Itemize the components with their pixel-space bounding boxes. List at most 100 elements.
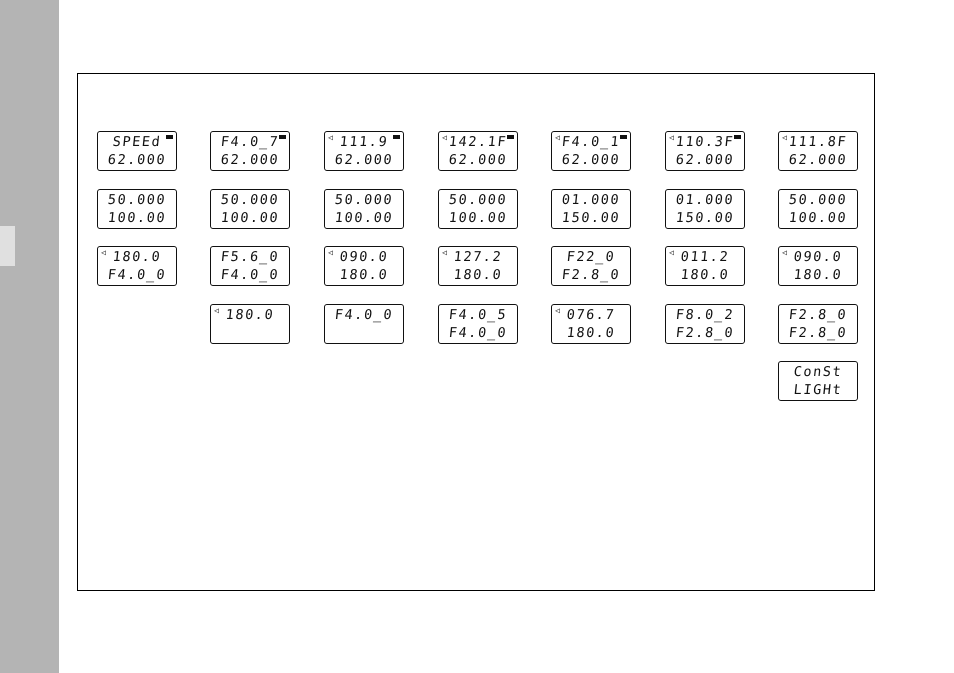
lcd-display: ◁F4.0_1 62.000 [551,131,631,171]
lcd-line-1: F22_0 [565,249,617,265]
lcd-line-2: 62.000 [560,152,622,168]
lcd-line-1: 127.2 [452,249,504,265]
lcd-display: 50.000 100.00 [438,189,518,229]
lcd-line-1: ConSt [792,364,844,380]
lcd-line-1: SPEEd [111,134,163,150]
lcd-line-2: 180.0 [452,267,504,283]
lcd-display: ◁ 090.0 180.0 [778,246,858,286]
lcd-line-1: 110.3F [674,134,736,150]
lcd-line-1: 50.000 [219,192,281,208]
lcd-display: 50.000 100.00 [210,189,290,229]
lcd-line-1: 142.1F [447,134,509,150]
sidebar-tab-marker [0,226,15,266]
lcd-line-2: F4.0_0 [447,325,509,341]
lcd-display: ◁110.3F 62.000 [665,131,745,171]
battery-marker-icon [166,135,173,139]
lcd-line-2: F2.8_0 [674,325,736,341]
lcd-line-2: F4.0_0 [106,267,168,283]
diagram-frame [77,73,875,591]
lcd-line-2: 100.00 [106,210,168,226]
lcd-line-1: 50.000 [333,192,395,208]
arrow-left-icon: ◁ [669,133,674,142]
lcd-line-1: 50.000 [787,192,849,208]
battery-marker-icon [734,135,741,139]
lcd-display: ◁ 127.2 180.0 [438,246,518,286]
lcd-display: 01.000 150.00 [665,189,745,229]
lcd-line-2: 180.0 [338,267,390,283]
arrow-left-icon: ◁ [782,133,787,142]
lcd-display: ◁ 111.9 62.000 [324,131,404,171]
lcd-line-2: 62.000 [219,152,281,168]
lcd-line-1: 50.000 [447,192,509,208]
arrow-left-icon: ◁ [328,248,333,257]
lcd-line-2 [210,324,290,342]
lcd-line-2: 150.00 [560,210,622,226]
lcd-line-2: 62.000 [447,152,509,168]
lcd-display: 50.000 100.00 [778,189,858,229]
lcd-line-2: 100.00 [333,210,395,226]
arrow-left-icon: ◁ [442,133,447,142]
lcd-line-1: 090.0 [792,249,844,265]
lcd-display: ◁142.1F 62.000 [438,131,518,171]
arrow-left-icon: ◁ [101,248,106,257]
lcd-line-2: 180.0 [792,267,844,283]
arrow-left-icon: ◁ [328,133,333,142]
lcd-line-1: 076.7 [565,307,617,323]
lcd-line-2 [324,324,404,342]
lcd-line-2: 180.0 [565,325,617,341]
battery-marker-icon [620,135,627,139]
lcd-line-1: F4.0_5 [447,307,509,323]
lcd-line-2: 150.00 [674,210,736,226]
battery-marker-icon [507,135,514,139]
lcd-display: 50.000 100.00 [324,189,404,229]
lcd-line-1: F2.8_0 [787,307,849,323]
lcd-line-1: 090.0 [338,249,390,265]
lcd-line-1: 01.000 [674,192,736,208]
lcd-line-1: F4.0_7 [219,134,281,150]
lcd-display: 01.000 150.00 [551,189,631,229]
arrow-left-icon: ◁ [669,248,674,257]
arrow-left-icon: ◁ [442,248,447,257]
lcd-line-2: F2.8_0 [787,325,849,341]
lcd-line-2: 100.00 [219,210,281,226]
lcd-line-1: 180.0 [111,249,163,265]
lcd-line-2: 100.00 [787,210,849,226]
lcd-line-1: F4.0_1 [560,134,622,150]
lcd-line-2: F4.0_0 [219,267,281,283]
lcd-display: ◁111.8F 62.000 [778,131,858,171]
lcd-line-2: 62.000 [106,152,168,168]
lcd-line-2: 100.00 [447,210,509,226]
arrow-left-icon: ◁ [555,306,560,315]
lcd-line-2: 180.0 [679,267,731,283]
lcd-display: F4.0_7 62.000 [210,131,290,171]
lcd-line-2: 62.000 [674,152,736,168]
arrow-left-icon: ◁ [782,248,787,257]
lcd-line-1: 011.2 [679,249,731,265]
arrow-left-icon: ◁ [214,306,219,315]
lcd-line-2: F2.8_0 [560,267,622,283]
lcd-line-1: 01.000 [560,192,622,208]
left-sidebar-bar [0,0,59,673]
lcd-line-1: F8.0_2 [674,307,736,323]
lcd-line-1: F4.0_0 [333,307,395,323]
lcd-line-2: LIGHt [792,382,844,398]
lcd-display: ◁ 076.7 180.0 [551,304,631,344]
lcd-line-2: 62.000 [333,152,395,168]
lcd-line-1: 180.0 [224,307,276,323]
lcd-line-1: 111.9 [338,134,390,150]
lcd-display: ◁ 180.0 [210,304,290,344]
lcd-display: ◁ 090.0 180.0 [324,246,404,286]
lcd-display: ◁ 011.2 180.0 [665,246,745,286]
battery-marker-icon [393,135,400,139]
lcd-line-1: 111.8F [787,134,849,150]
arrow-left-icon: ◁ [555,133,560,142]
lcd-display: SPEEd 62.000 [97,131,177,171]
lcd-line-2: 62.000 [787,152,849,168]
